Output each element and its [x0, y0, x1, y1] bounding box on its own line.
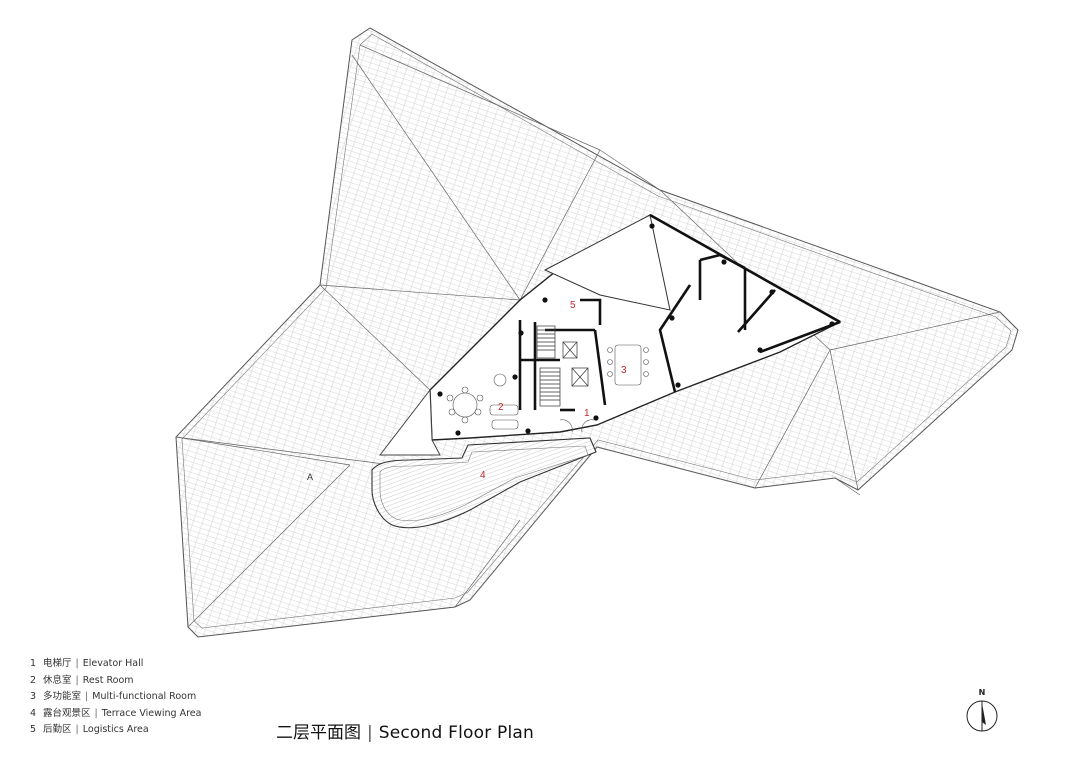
room-numbers: 1 2 3 4 5 [480, 300, 627, 481]
legend-item: 3 多功能室|Multi-functional Room [30, 691, 197, 703]
drawing-title: 二层平面图|Second Floor Plan [276, 723, 534, 743]
legend-item: 1 电梯厅|Elevator Hall [30, 658, 144, 669]
legend-item: 2 休息室|Rest Room [30, 674, 134, 686]
columns [437, 223, 835, 436]
north-label: N [978, 688, 986, 697]
north-arrow-icon [966, 700, 998, 732]
section-marker-label: A [307, 472, 313, 482]
legend-item: 4 露台观景区|Terrace Viewing Area [30, 707, 202, 719]
furniture [446, 344, 649, 433]
room-number-1: 1 [584, 408, 590, 419]
room-number-5: 5 [570, 300, 576, 311]
drawing-title-cn: 二层平面图 [276, 723, 361, 743]
room-number-3: 3 [621, 365, 627, 376]
terrace-viewing-area [371, 437, 597, 529]
drawing-title-en: Second Floor Plan [378, 723, 534, 743]
stairs [536, 325, 589, 407]
walls [518, 213, 841, 412]
room-number-4: 4 [480, 470, 486, 481]
legend-item: 5 后勤区|Logistics Area [30, 724, 149, 736]
north-arrow: N [964, 688, 1000, 734]
legend: 1 电梯厅|Elevator Hall 2 休息室|Rest Room 3 多功… [30, 656, 201, 739]
room-number-2: 2 [498, 402, 504, 413]
floor-plate [378, 214, 842, 456]
section-marker: A [307, 472, 313, 482]
